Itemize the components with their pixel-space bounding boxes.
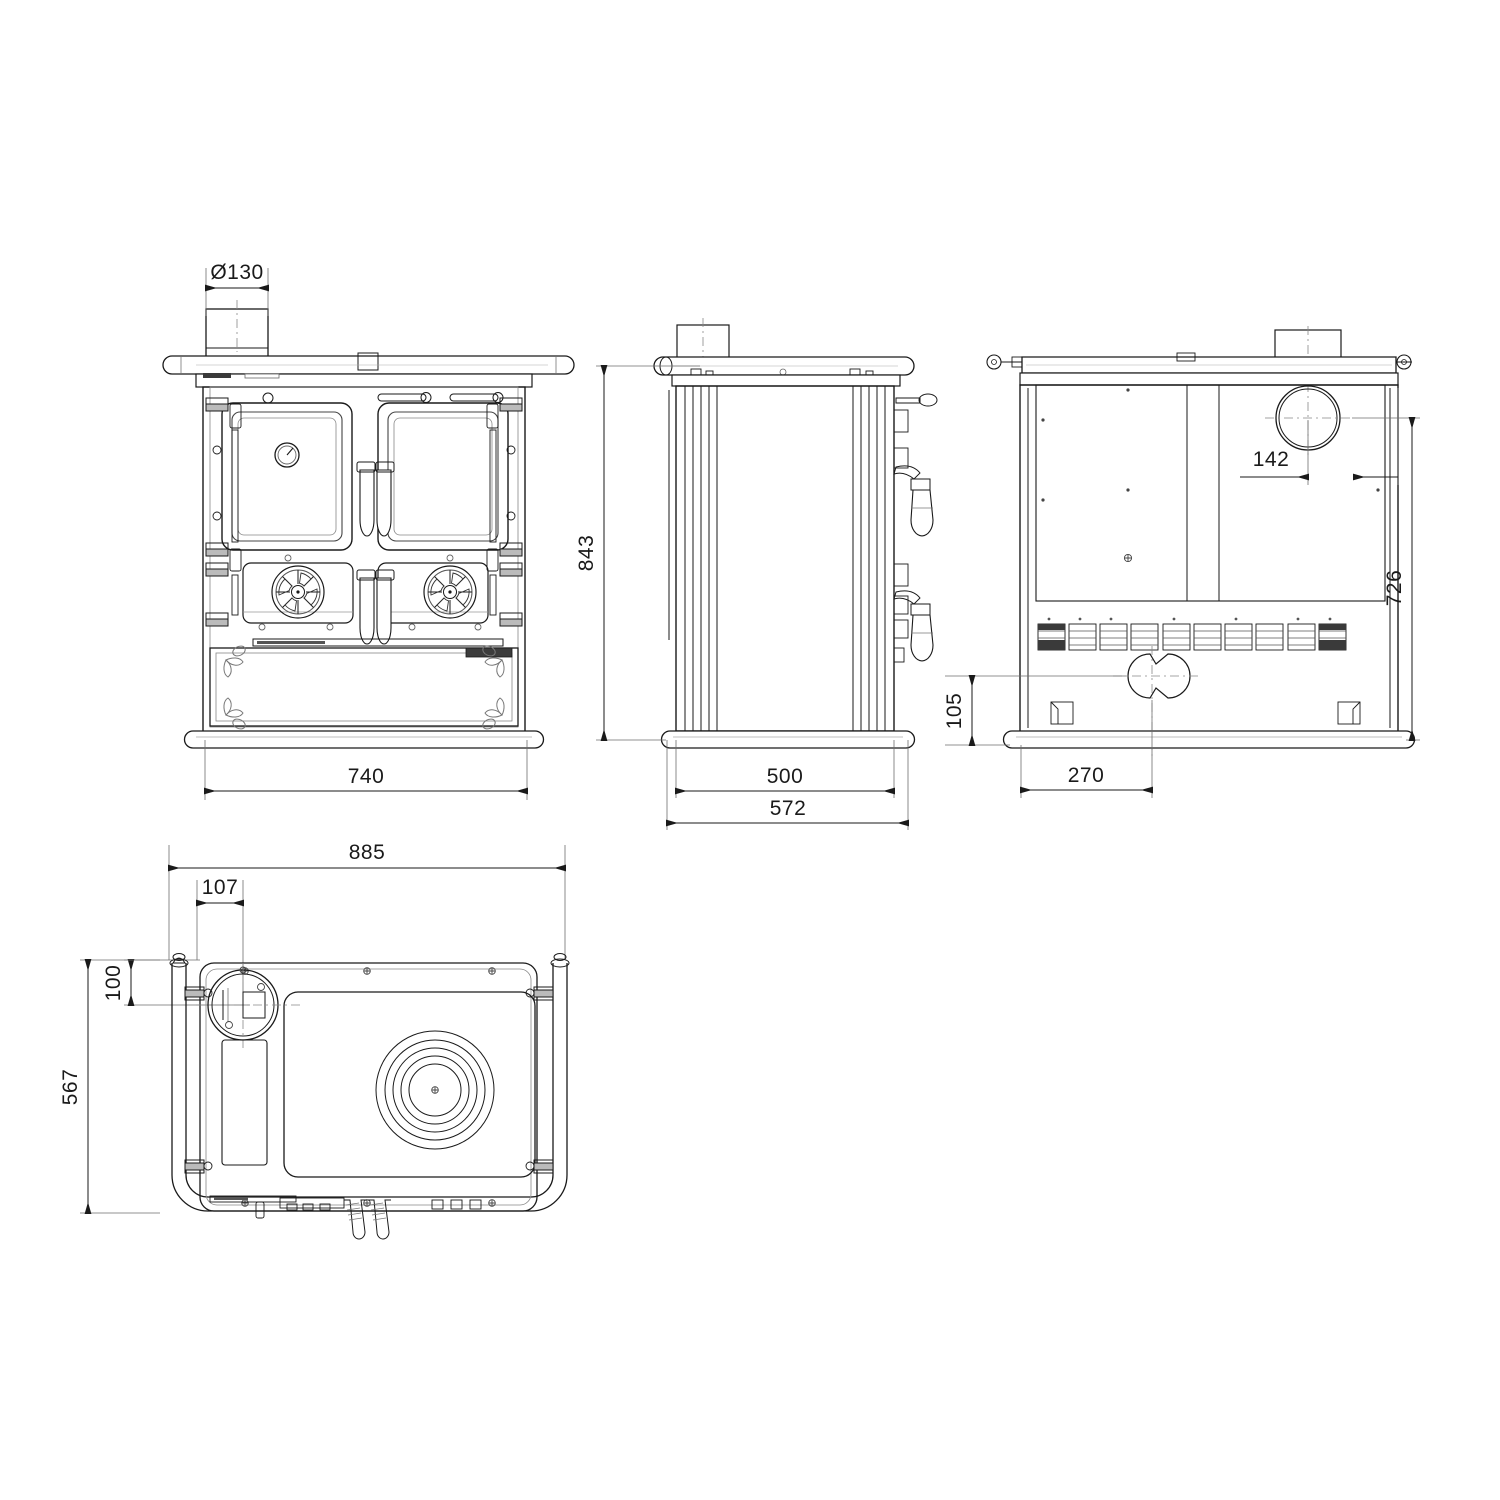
dim-side-overall-depth: 572 bbox=[666, 740, 909, 830]
dim-side-body-depth: 500 bbox=[675, 740, 895, 798]
dim-label-front-width: 740 bbox=[348, 765, 385, 788]
dim-label-rear-flue-offset: 142 bbox=[1253, 448, 1290, 471]
top-flue-opening bbox=[196, 963, 300, 1048]
front-door-handles-lower[interactable] bbox=[356, 569, 395, 645]
front-view: Ø130 bbox=[162, 261, 575, 800]
front-door-handles-upper[interactable] bbox=[356, 461, 395, 537]
concentric-hob-rings bbox=[375, 1030, 495, 1150]
top-hinge-blocks bbox=[184, 986, 554, 1174]
top-handle-stems bbox=[344, 1199, 391, 1240]
top-front-fittings bbox=[209, 1195, 482, 1240]
dim-label-top-width: 885 bbox=[349, 841, 386, 864]
rear-top-plate bbox=[1019, 372, 1399, 386]
dim-flue-diameter: Ø130 bbox=[205, 261, 269, 316]
dim-top-width: 885 bbox=[168, 841, 566, 960]
dim-label-rear-outlet-height: 105 bbox=[943, 693, 966, 730]
top-handrail-loop bbox=[169, 953, 570, 1212]
dim-label-side-height: 843 bbox=[575, 535, 598, 572]
side-base-plinth bbox=[660, 730, 916, 749]
side-panel-flutes bbox=[684, 386, 886, 731]
dim-rear-outlet-offset: 270 bbox=[1020, 700, 1153, 798]
dim-label-side-body-depth: 500 bbox=[767, 765, 804, 788]
top-auxiliary-plate bbox=[221, 1039, 268, 1166]
dim-label-flue-diameter: Ø130 bbox=[210, 261, 263, 284]
thermometer-gauge bbox=[274, 442, 300, 468]
front-handrail bbox=[162, 352, 575, 375]
dim-label-rear-outlet-offset: 270 bbox=[1068, 764, 1105, 787]
dim-label-rear-flue-height: 726 bbox=[1383, 570, 1406, 607]
top-lid-panel bbox=[199, 962, 538, 1212]
top-hotplate bbox=[283, 991, 536, 1178]
dim-front-width: 740 bbox=[204, 740, 528, 800]
side-handrail bbox=[653, 356, 915, 378]
dim-rear-flue-height: 726 bbox=[1352, 417, 1420, 741]
side-view: 843 500 572 bbox=[575, 318, 938, 830]
air-vent-rosette-right[interactable] bbox=[423, 565, 477, 619]
rear-ventilation-grille bbox=[1037, 617, 1347, 651]
air-vent-rosette-left[interactable] bbox=[271, 565, 325, 619]
front-base-plinth bbox=[183, 730, 545, 749]
dim-label-top-flue-x: 107 bbox=[202, 876, 239, 899]
dim-side-height: 843 bbox=[575, 365, 700, 741]
front-top-plate bbox=[195, 373, 533, 388]
front-ash-drawer[interactable] bbox=[209, 638, 519, 732]
dim-rear-outlet-height: 105 bbox=[943, 675, 1126, 746]
top-view: 885 107 100 567 bbox=[59, 841, 570, 1240]
brand-plate bbox=[465, 647, 513, 658]
handrail-finial-right bbox=[550, 953, 570, 968]
front-slide-rails bbox=[377, 392, 504, 403]
dim-label-top-depth: 567 bbox=[59, 1069, 82, 1106]
side-top-plate bbox=[671, 374, 901, 387]
dim-rear-flue-offset: 142 bbox=[1240, 388, 1399, 485]
rear-view: 142 726 105 270 bbox=[943, 326, 1420, 798]
side-door-handle-upper[interactable] bbox=[893, 393, 938, 537]
side-door-handle-lower[interactable] bbox=[893, 563, 934, 663]
handrail-finial-left bbox=[169, 953, 189, 968]
dim-label-top-flue-y: 100 bbox=[102, 965, 125, 1002]
front-hinges bbox=[205, 397, 523, 627]
dim-label-side-overall-depth: 572 bbox=[770, 797, 807, 820]
dim-top-depth: 567 bbox=[59, 959, 160, 1214]
rear-leg-brackets bbox=[1050, 701, 1361, 725]
rear-base-plinth bbox=[1002, 730, 1416, 749]
